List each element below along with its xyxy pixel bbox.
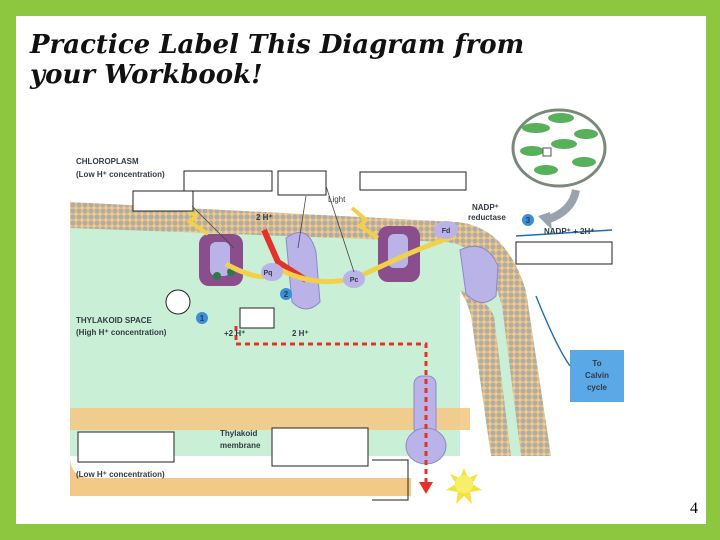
diagram: To Calvin cycle 1 2 3 CHLOROPLASM (Low H… <box>70 108 624 504</box>
label-blank-8[interactable] <box>271 427 369 467</box>
nadp-reaction-label: NADP⁺ + 2H⁺ <box>544 227 594 236</box>
step-2-marker <box>280 288 292 300</box>
step-2-label: 2 <box>284 290 289 299</box>
label-blank-1[interactable] <box>183 170 273 192</box>
label-blank-4[interactable] <box>132 190 194 212</box>
proton-flow <box>234 326 428 486</box>
fd-label: Fd <box>442 228 451 235</box>
pc-carrier <box>343 270 365 288</box>
label-blank-6[interactable] <box>239 307 275 329</box>
label-blank-9[interactable] <box>372 459 409 501</box>
cytochrome-complex <box>285 231 321 310</box>
calvin-arrow <box>535 295 571 367</box>
step-1-label: 1 <box>200 314 205 323</box>
calvin-line-1: To <box>592 359 601 368</box>
calvin-line-3: cycle <box>587 383 608 392</box>
calvin-line-2: Calvin <box>585 371 609 380</box>
step-1-marker <box>196 312 208 324</box>
thylakoid-concentration-label: (High H⁺ concentration) <box>76 328 167 337</box>
thylakoid-space-label: THYLAKOID SPACE <box>76 316 153 325</box>
h-left-label: +2 H⁺ <box>224 329 245 338</box>
pq-carrier <box>261 263 283 281</box>
light-bolt-2 <box>350 206 380 240</box>
zoom-arrow-head <box>538 212 552 230</box>
thylakoid-membrane-line-2: membrane <box>220 441 261 450</box>
nadp-arrow <box>515 229 613 237</box>
label-blank-5[interactable] <box>515 241 613 265</box>
thylakoid-membrane-line-1: Thylakoid <box>220 429 257 438</box>
h-top-label: 2 H⁺ <box>256 213 273 222</box>
label-blank-circle[interactable] <box>165 289 191 315</box>
label-blank-7[interactable] <box>77 431 175 463</box>
step-3-label: 3 <box>526 216 531 225</box>
stroma-concentration-label: (Low H⁺ concentration) <box>76 170 165 179</box>
chloroplast-label: CHLOROPLASM <box>76 157 139 166</box>
proton-flow-head <box>419 482 433 494</box>
h-mid-label: 2 H⁺ <box>292 329 309 338</box>
light-label: Light <box>328 195 346 204</box>
slide: Practice Label This Diagram from your Wo… <box>16 16 706 524</box>
slide-title: Practice Label This Diagram from your Wo… <box>30 30 525 90</box>
fd-carrier <box>434 221 458 239</box>
photosystem-ii <box>199 234 243 286</box>
zoom-arrow <box>544 189 580 224</box>
pc-label: Pc <box>350 277 359 284</box>
bottom-concentration-label: (Low H⁺ concentration) <box>76 470 165 479</box>
label-blank-2[interactable] <box>277 170 327 196</box>
thylakoid-lumen <box>70 288 460 378</box>
pq-label: Pq <box>264 270 273 277</box>
nadp-reductase-protein <box>459 246 499 303</box>
step-3-marker <box>522 214 534 226</box>
thylakoid-space <box>70 228 521 456</box>
chloroplast-icon <box>511 108 607 188</box>
label-blank-3[interactable] <box>359 171 467 191</box>
page-number: 4 <box>690 500 698 517</box>
nadp-line-1: NADP⁺ <box>472 203 499 212</box>
calvin-box <box>570 350 624 402</box>
nadp-line-2: reductase <box>468 213 506 222</box>
